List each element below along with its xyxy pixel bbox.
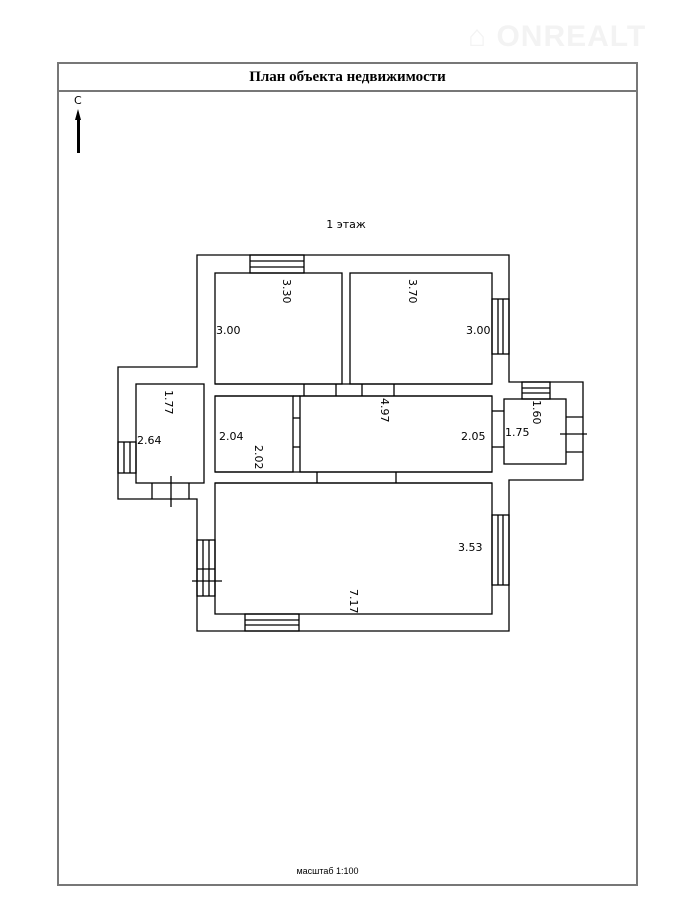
floor-label: 1 этаж [326, 218, 366, 231]
dim-right-annex-width: 1.60 [530, 400, 543, 425]
outer-wall [117, 254, 584, 632]
page-title: План объекта недвижимости [59, 64, 636, 92]
dim-room1-height: 3.00 [216, 324, 241, 337]
dim-left-annex-height: 2.64 [137, 434, 162, 447]
dim-corridor-height: 2.05 [461, 430, 486, 443]
dim-left-annex-width: 1.77 [162, 390, 175, 415]
plan-frame: План объекта недвижимости масштаб 1:100 [57, 62, 638, 886]
compass-north-label: С [74, 94, 82, 107]
scale-label: масштаб 1:100 [296, 866, 359, 876]
north-arrow-icon: С [74, 94, 82, 153]
left-annex-room [135, 383, 205, 484]
dim-corridor-width: 4.97 [378, 398, 391, 423]
dim-room1-width: 3.30 [280, 279, 293, 304]
dim-small-room-width: 2.02 [252, 445, 265, 470]
dim-big-room-height: 3.53 [458, 541, 483, 554]
interior-wall-lines [151, 383, 587, 582]
dim-room2-height: 3.00 [466, 324, 491, 337]
windows [117, 254, 551, 632]
dim-small-room-height: 2.04 [219, 430, 244, 443]
dim-right-annex-height: 1.75 [505, 426, 530, 439]
dim-room2-width: 3.70 [406, 279, 419, 304]
watermark-logo: ⌂ ONREALT [468, 20, 647, 53]
dim-big-room-width: 7.17 [347, 589, 360, 614]
